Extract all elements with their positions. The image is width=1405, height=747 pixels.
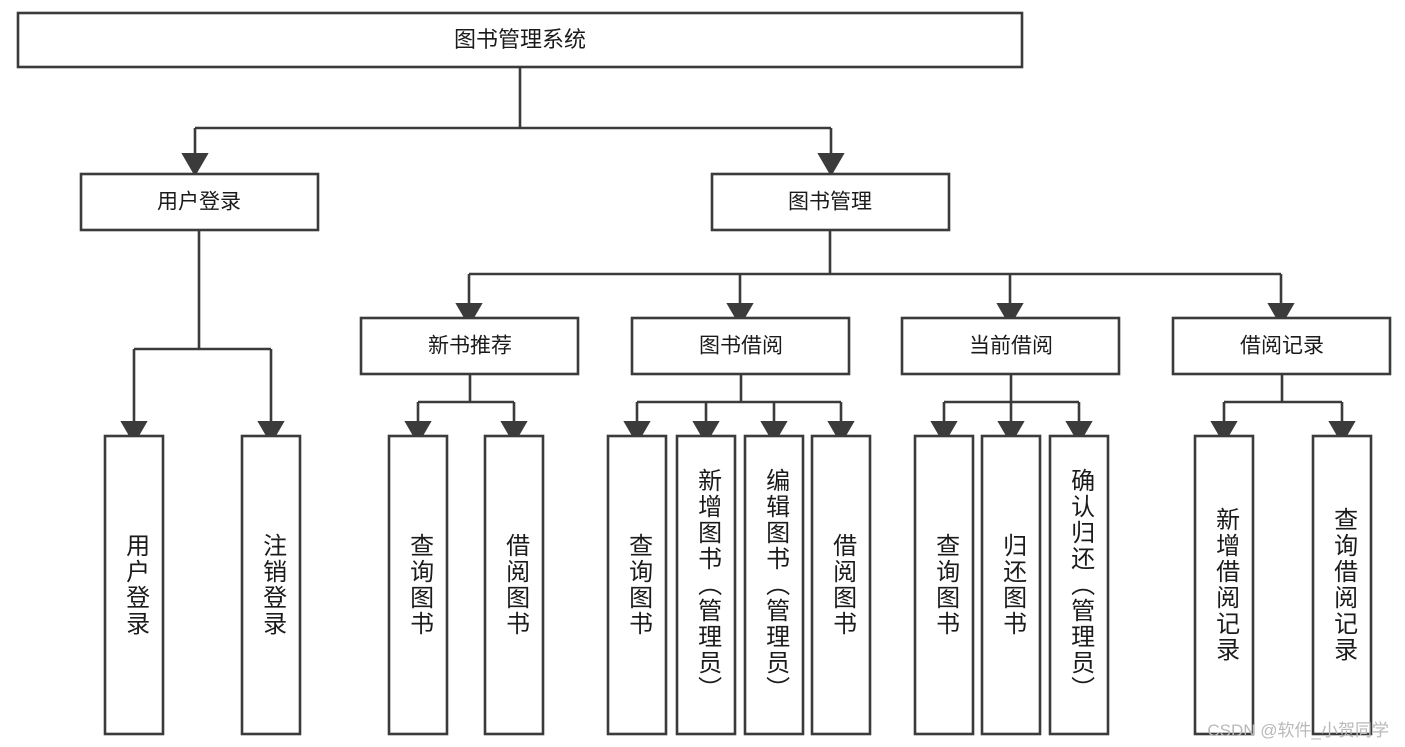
leaf-node[interactable]: 注销登录 (240, 434, 302, 736)
book-borrow-box (630, 316, 851, 376)
leaf-label: 借阅图书 (829, 533, 857, 637)
leaf-node[interactable]: 用户登录 (103, 434, 165, 736)
leaf-box (743, 434, 805, 736)
leaf-node[interactable]: 新增借阅记录 (1193, 434, 1255, 736)
leaf-node[interactable]: 查询借阅记录 (1311, 434, 1373, 736)
leaf-label: 新增图书（管理员） (694, 468, 722, 702)
leaf-node[interactable]: 查询图书 (387, 434, 449, 736)
leaf-label: 编辑图书（管理员） (762, 468, 790, 702)
leaf-node[interactable]: 借阅图书 (483, 434, 545, 736)
leaf-box (483, 434, 545, 736)
root-box (16, 11, 1024, 69)
book-borrow-label: 图书借阅 (699, 335, 783, 358)
book-management-label: 图书管理 (788, 191, 872, 214)
leaf-box (103, 434, 165, 736)
borrow-records-box (1171, 316, 1392, 376)
leaf-node[interactable]: 查询图书 (913, 434, 975, 736)
node-new-book-recommend[interactable]: 新书推荐 (359, 316, 580, 376)
leaf-box (980, 434, 1042, 736)
leaf-box (387, 434, 449, 736)
new-book-recommend-box (359, 316, 580, 376)
leaf-node[interactable]: 新增图书（管理员） (675, 434, 737, 736)
node-current-borrow[interactable]: 当前借阅 (900, 316, 1121, 376)
leaf-node[interactable]: 查询图书 (606, 434, 668, 736)
node-book-borrow[interactable]: 图书借阅 (630, 316, 851, 376)
current-borrow-box (900, 316, 1121, 376)
node-user-login[interactable]: 用户登录 (79, 172, 320, 232)
book-management-box (710, 172, 951, 232)
new-book-recommend-label: 新书推荐 (428, 335, 512, 358)
leaf-box (675, 434, 737, 736)
leaf-box (1193, 434, 1255, 736)
leaf-box (1048, 434, 1110, 736)
root-label: 图书管理系统 (454, 27, 586, 52)
user-login-label: 用户登录 (157, 191, 241, 214)
leaf-label: 新增借阅记录 (1212, 507, 1240, 663)
leaf-label: 用户登录 (122, 533, 150, 637)
leaf-label: 查询图书 (625, 533, 653, 637)
leaf-node[interactable]: 归还图书 (980, 434, 1042, 736)
leaf-box (240, 434, 302, 736)
leaf-label: 确认归还（管理员） (1067, 468, 1095, 702)
leaf-node[interactable]: 确认归还（管理员） (1048, 434, 1110, 736)
leaf-label: 归还图书 (999, 533, 1027, 637)
leaf-label: 注销登录 (259, 533, 287, 637)
leaf-box (606, 434, 668, 736)
leaf-node[interactable]: 借阅图书 (810, 434, 872, 736)
leaf-label: 查询图书 (932, 533, 960, 637)
node-borrow-records[interactable]: 借阅记录 (1171, 316, 1392, 376)
borrow-records-label: 借阅记录 (1240, 335, 1324, 358)
node-root[interactable]: 图书管理系统 (16, 11, 1024, 69)
leaf-label: 查询借阅记录 (1330, 507, 1358, 663)
node-book-management[interactable]: 图书管理 (710, 172, 951, 232)
leaf-label: 查询图书 (406, 533, 434, 637)
current-borrow-label: 当前借阅 (969, 335, 1053, 358)
leaf-box (1311, 434, 1373, 736)
leaf-label: 借阅图书 (502, 533, 530, 637)
leaf-box (913, 434, 975, 736)
leaf-node[interactable]: 编辑图书（管理员） (743, 434, 805, 736)
leaf-box (810, 434, 872, 736)
